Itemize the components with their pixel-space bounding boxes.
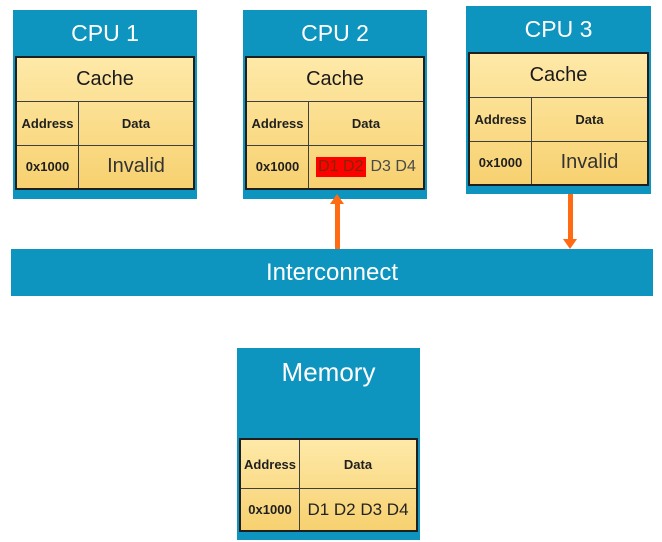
- cpu2-data-rest: D3 D4: [370, 157, 416, 175]
- cpu3-data-header: Data: [575, 111, 604, 127]
- cpu3-data-value: Invalid: [560, 151, 619, 174]
- cpu2-title: CPU 2: [301, 19, 369, 46]
- cpu2-cache-table: Cache Address Data 0x1000 D1 D2 D3 D4: [245, 56, 425, 190]
- cpu3-cache-label: Cache: [470, 54, 647, 98]
- cpu2-data-header: Data: [351, 115, 381, 131]
- cpu1-cache-label: Cache: [17, 58, 193, 102]
- memory-data-header: Data: [343, 456, 373, 472]
- cpu2-interconnect-connector-line: [335, 204, 340, 249]
- cpu1-data-value: Invalid: [107, 155, 165, 178]
- cpu3-cache-table: Cache Address Data 0x1000 Invalid: [468, 52, 649, 186]
- cpu2-block: CPU 2 Cache Address Data 0x1000 D1 D2 D3…: [243, 10, 427, 199]
- cpu2-cache-label: Cache: [247, 58, 423, 102]
- memory-title: Memory: [281, 356, 376, 387]
- cpu2-address-value: 0x1000: [247, 145, 309, 188]
- memory-data-value: D1 D2 D3 D4: [307, 499, 409, 519]
- cpu3-table-value-row: 0x1000 Invalid: [470, 141, 647, 184]
- cpu3-address-value: 0x1000: [470, 141, 532, 184]
- memory-table-value-row: 0x1000 D1 D2 D3 D4: [241, 489, 416, 530]
- memory-block: Memory Address Data 0x1000 D1 D2 D3 D4: [237, 348, 420, 540]
- cpu2-address-header: Address: [247, 102, 309, 145]
- cpu1-address-value: 0x1000: [17, 145, 79, 188]
- cpu3-title: CPU 3: [524, 15, 593, 42]
- cpu2-data-highlighted: D1 D2: [316, 156, 366, 177]
- cpu1-cache-table: Cache Address Data 0x1000 Invalid: [15, 56, 195, 190]
- cpu2-data-value: D1 D2 D3 D4: [309, 146, 423, 189]
- cpu1-data-header: Data: [121, 115, 151, 131]
- cpu3-block: CPU 3 Cache Address Data 0x1000 Invalid: [466, 6, 651, 194]
- cpu2-interconnect-arrowhead-up-icon: [330, 194, 344, 204]
- memory-table-header-row: Address Data: [241, 440, 416, 489]
- cpu1-table-header-row: Address Data: [17, 102, 193, 146]
- memory-address-value: 0x1000: [241, 489, 300, 530]
- memory-table: Address Data 0x1000 D1 D2 D3 D4: [239, 438, 418, 532]
- cpu1-address-header: Address: [17, 102, 79, 145]
- cpu3-table-header-row: Address Data: [470, 98, 647, 142]
- interconnect-bar: Interconnect: [11, 249, 653, 296]
- cpu3-interconnect-arrowhead-down-icon: [563, 239, 577, 249]
- cpu1-title: CPU 1: [71, 19, 139, 46]
- cpu2-table-value-row: 0x1000 D1 D2 D3 D4: [247, 145, 423, 189]
- cpu3-address-header: Address: [470, 98, 532, 141]
- cpu2-table-header-row: Address Data: [247, 102, 423, 146]
- cpu3-interconnect-connector-line: [568, 194, 573, 240]
- cpu1-block: CPU 1 Cache Address Data 0x1000 Invalid: [13, 10, 197, 199]
- cpu1-table-value-row: 0x1000 Invalid: [17, 145, 193, 188]
- memory-address-header: Address: [241, 440, 300, 488]
